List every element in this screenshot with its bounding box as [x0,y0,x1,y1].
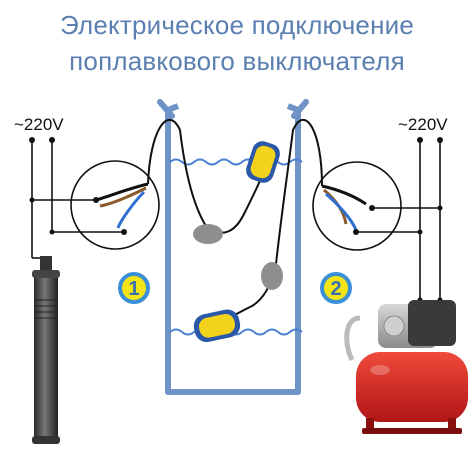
junction-1-blue-wire [116,190,146,229]
right-node-2 [417,229,423,235]
badge-2: 2 [320,272,352,304]
voltage-label-left: ~220V [14,115,64,134]
title-line-2: поплавкового выключателя [69,46,405,76]
surface-pump-station [344,300,468,434]
right-node-1 [437,205,443,211]
float-cable-1 [147,118,263,234]
float-weight-2 [261,262,283,290]
right-mains-terminal-2 [437,137,443,143]
float-switch-2 [193,309,241,343]
left-mains-terminal-1 [29,137,35,143]
float-weight-1 [193,224,223,244]
left-node-2 [49,229,55,235]
badge-1: 1 [118,272,150,304]
junction-2-black-wire [321,184,367,206]
upper-water-wave [169,158,303,166]
right-mains-terminal-1 [417,137,423,143]
float-switch-1 [246,141,280,183]
left-mains-terminal-2 [49,137,55,143]
junction-1-brown-wire [99,186,147,208]
float-cable-2 [227,118,323,321]
junction-1-black-wire [95,182,149,202]
left-node-1 [29,197,35,203]
water-tank [157,99,309,395]
junction-circle-2 [312,161,402,251]
left-power-wiring [31,140,124,259]
badge-2-number: 2 [330,278,341,300]
voltage-label-right: ~220V [398,115,448,134]
submersible-pump [32,256,60,444]
badge-1-number: 1 [128,278,139,300]
junction-circle-1 [70,160,160,250]
junction-2-blue-wire [325,192,358,231]
title-line-1: Электрическое подключение [59,10,415,40]
right-power-wiring [356,140,441,300]
